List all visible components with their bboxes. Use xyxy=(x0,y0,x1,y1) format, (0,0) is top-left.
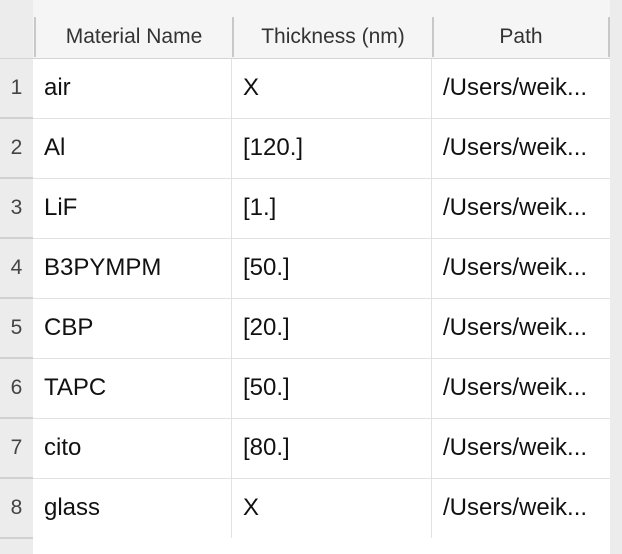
table-row[interactable]: CBP[20.] /Users/weik... xyxy=(33,299,610,359)
material-name-cell[interactable]: air xyxy=(33,59,232,118)
path-cell[interactable]: /Users/weik... xyxy=(443,494,588,521)
row-index: 8 xyxy=(10,496,23,519)
thickness-cell[interactable]: X xyxy=(232,479,432,538)
thickness-cell[interactable]: [120.] xyxy=(232,119,432,178)
row-index: 5 xyxy=(10,316,23,339)
row-header[interactable]: 4 xyxy=(0,239,33,299)
material-name-cell[interactable]: Al xyxy=(33,119,232,178)
path-cell[interactable]: /Users/weik... xyxy=(443,434,588,461)
path-cell[interactable]: /Users/weik... xyxy=(443,374,588,401)
row-header[interactable]: 2 xyxy=(0,119,33,179)
material-name-cell[interactable]: B3PYMPM xyxy=(33,239,232,298)
row-header[interactable]: 5 xyxy=(0,299,33,359)
row-header[interactable]: 3 xyxy=(0,179,33,239)
row-header[interactable]: 6 xyxy=(0,359,33,419)
table-row[interactable]: cito[80.] /Users/weik... xyxy=(33,419,610,479)
thickness-cell[interactable]: [50.] xyxy=(232,239,432,298)
row-index: 7 xyxy=(10,436,23,459)
table-header: Material Name Thickness (nm) Path xyxy=(0,0,622,59)
thickness-cell[interactable]: [50.] xyxy=(232,359,432,418)
path-cell[interactable]: /Users/weik... xyxy=(443,314,588,341)
column-header-material-name[interactable]: Material Name xyxy=(34,17,232,57)
thickness-cell[interactable]: [80.] xyxy=(232,419,432,478)
row-index: 3 xyxy=(10,196,23,219)
path-cell[interactable]: /Users/weik... xyxy=(443,194,588,221)
vertical-scroll-area xyxy=(610,0,622,554)
table-row[interactable]: LiF[1.] /Users/weik... xyxy=(33,179,610,239)
material-name-cell[interactable]: CBP xyxy=(33,299,232,358)
row-header[interactable]: 8 xyxy=(0,479,33,539)
row-index: 1 xyxy=(10,76,23,99)
thickness-cell[interactable]: [20.] xyxy=(232,299,432,358)
column-header-path[interactable]: Path xyxy=(432,17,610,57)
path-cell[interactable]: /Users/weik... xyxy=(443,74,588,101)
material-name-cell[interactable]: cito xyxy=(33,419,232,478)
table-row[interactable]: B3PYMPM[50.] /Users/weik... xyxy=(33,239,610,299)
column-header-thickness[interactable]: Thickness (nm) xyxy=(232,17,432,57)
thickness-cell[interactable]: X xyxy=(232,59,432,118)
row-header[interactable]: 7 xyxy=(0,419,33,479)
material-name-cell[interactable]: glass xyxy=(33,479,232,538)
corner-cell[interactable] xyxy=(0,0,33,58)
path-cell[interactable]: /Users/weik... xyxy=(443,254,588,281)
row-header[interactable]: 1 xyxy=(0,59,33,119)
table-row[interactable]: Al[120.] /Users/weik... xyxy=(33,119,610,179)
row-index: 2 xyxy=(10,136,23,159)
table-row[interactable]: TAPC[50.] /Users/weik... xyxy=(33,359,610,419)
material-name-cell[interactable]: LiF xyxy=(33,179,232,238)
path-cell[interactable]: /Users/weik... xyxy=(443,134,588,161)
row-index: 6 xyxy=(10,376,23,399)
thickness-cell[interactable]: [1.] xyxy=(232,179,432,238)
material-name-cell[interactable]: TAPC xyxy=(33,359,232,418)
row-index: 4 xyxy=(10,256,23,279)
